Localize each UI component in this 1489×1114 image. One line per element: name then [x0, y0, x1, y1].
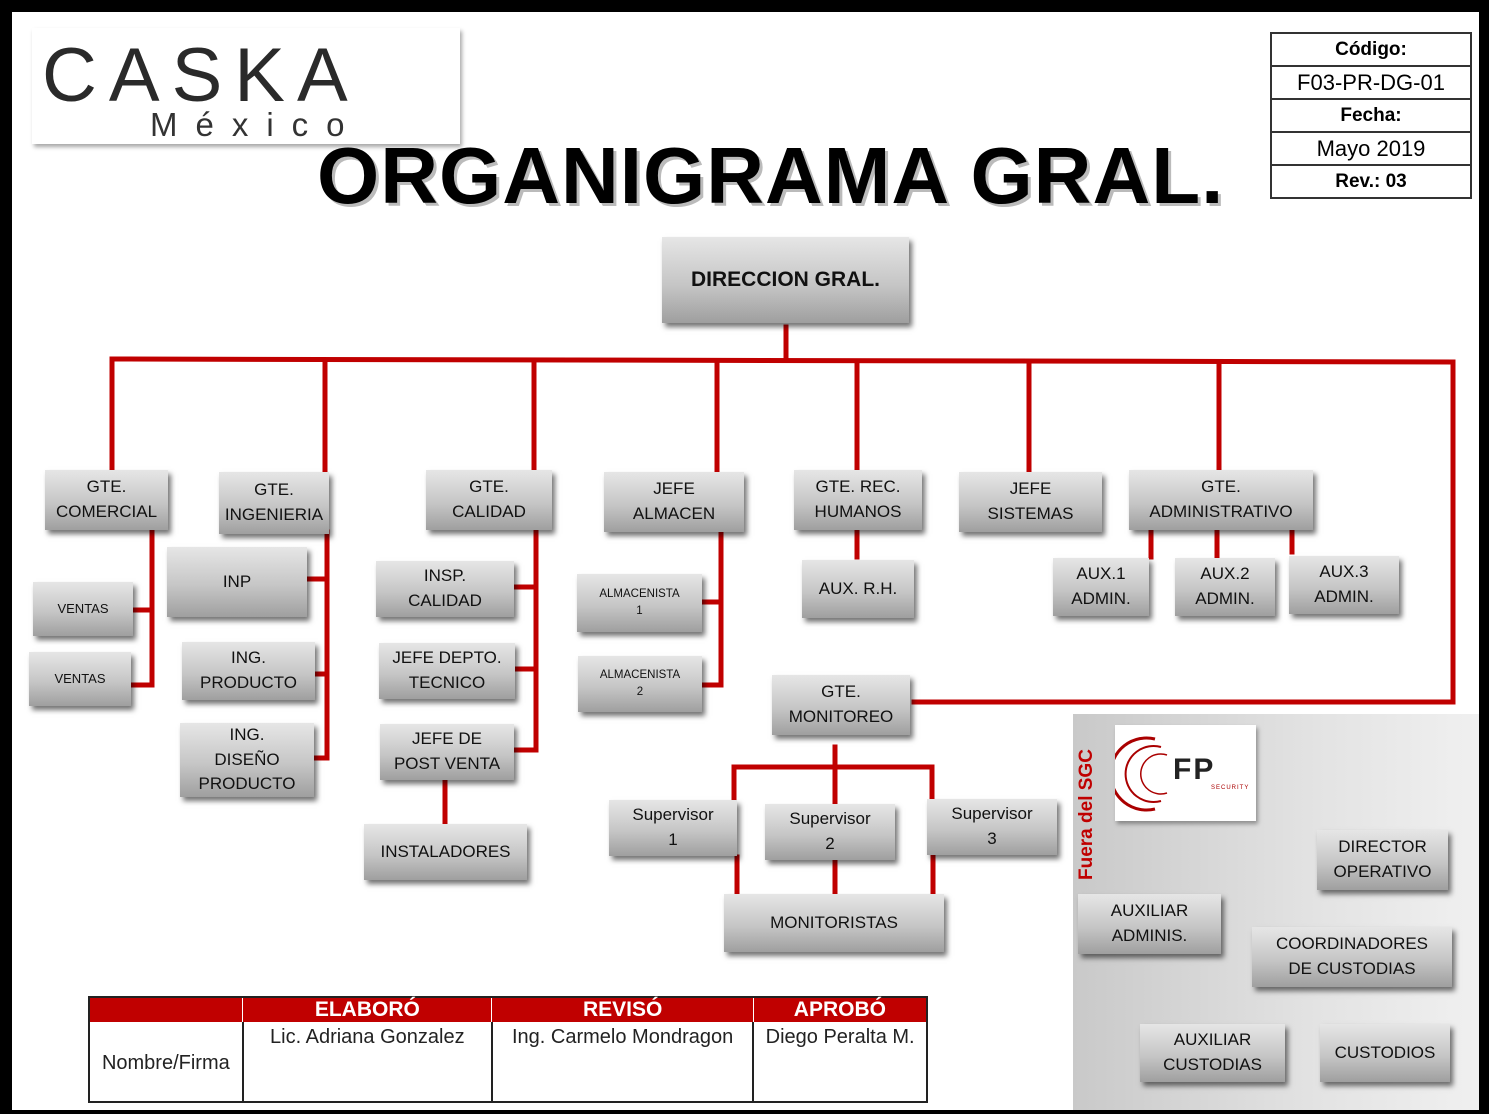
node-almacenista-2: ALMACENISTA 2 — [578, 656, 702, 712]
caska-logo: CASKA México — [32, 28, 460, 144]
signature-header-reviso: REVISÓ — [491, 997, 754, 1022]
node-inp: INP — [167, 547, 307, 617]
node-gte-calidad: GTE. CALIDAD — [426, 470, 552, 530]
revision: Rev.: 03 — [1270, 164, 1472, 199]
signature-header-aprobo: APROBÓ — [753, 997, 928, 1022]
node-ing-producto: ING. PRODUCTO — [182, 642, 315, 700]
node-aux-rh: AUX. R.H. — [802, 560, 914, 618]
node-jefe-sistemas: JEFE SISTEMAS — [959, 472, 1102, 532]
node-gte-rec-humanos: GTE. REC. HUMANOS — [794, 470, 922, 530]
node-auxiliar-custodias: AUXILIAR CUSTODIAS — [1140, 1024, 1285, 1082]
signature-header-blank — [89, 997, 244, 1022]
signature-elaboro-name: Lic. Adriana Gonzalez — [241, 1022, 492, 1102]
document-info-box: Código: F03-PR-DG-01 Fecha: Mayo 2019 Re… — [1270, 32, 1472, 199]
node-aux3-admin: AUX.3 ADMIN. — [1289, 556, 1399, 614]
codigo-value: F03-PR-DG-01 — [1270, 65, 1472, 100]
node-insp-calidad: INSP. CALIDAD — [376, 561, 514, 617]
node-ventas-2: VENTAS — [29, 652, 131, 706]
node-jefe-almacen: JEFE ALMACEN — [604, 472, 744, 532]
page-title: ORGANIGRAMA GRAL. — [317, 131, 1225, 220]
signature-reviso-name: Ing. Carmelo Mondragon — [490, 1022, 754, 1102]
node-ing-diseno-producto: ING. DISEÑO PRODUCTO — [180, 723, 314, 797]
node-custodios: CUSTODIOS — [1320, 1024, 1450, 1082]
fp-logo-subtext: SECURITY — [1211, 785, 1250, 791]
node-monitoristas: MONITORISTAS — [724, 894, 944, 952]
node-gte-ingenieria: GTE. INGENIERIA — [219, 472, 329, 534]
outside-sgc-label: Fuera del SGC — [1076, 749, 1097, 880]
codigo-label: Código: — [1270, 32, 1472, 67]
signature-table: ELABORÓ REVISÓ APROBÓ Nombre/Firma Lic. … — [88, 996, 928, 1103]
org-chart-page: CASKA México ORGANIGRAMA GRAL. Código: F… — [12, 12, 1479, 1110]
node-gte-monitoreo: GTE. MONITOREO — [772, 675, 910, 735]
logo-wordmark: CASKA — [42, 33, 360, 118]
node-coordinadores-custodias: COORDINADORES DE CUSTODIAS — [1252, 927, 1452, 987]
node-gte-administrativo: GTE. ADMINISTRATIVO — [1129, 470, 1313, 530]
node-aux1-admin: AUX.1 ADMIN. — [1053, 558, 1149, 616]
fp-logo-text: FP — [1173, 753, 1216, 786]
node-supervisor-1: Supervisor 1 — [609, 800, 737, 856]
fp-security-logo: FP SECURITY — [1109, 725, 1256, 821]
node-jefe-post-venta: JEFE DE POST VENTA — [380, 724, 514, 780]
node-ventas-1: VENTAS — [33, 582, 133, 636]
node-director-operativo: DIRECTOR OPERATIVO — [1317, 830, 1448, 890]
signature-header-elaboro: ELABORÓ — [242, 997, 493, 1022]
signature-aprobo-name: Diego Peralta M. — [752, 1022, 927, 1102]
node-auxiliar-adminis: AUXILIAR ADMINIS. — [1078, 894, 1221, 954]
connector-line — [109, 356, 1456, 365]
node-supervisor-3: Supervisor 3 — [927, 799, 1057, 855]
node-gte-comercial: GTE. COMERCIAL — [45, 470, 168, 530]
fecha-label: Fecha: — [1270, 98, 1472, 133]
node-supervisor-2: Supervisor 2 — [765, 804, 895, 860]
node-aux2-admin: AUX.2 ADMIN. — [1175, 558, 1275, 616]
fecha-value: Mayo 2019 — [1270, 131, 1472, 166]
node-instaladores: INSTALADORES — [364, 824, 527, 880]
logo-subtitle: México — [150, 106, 363, 143]
node-almacenista-1: ALMACENISTA 1 — [577, 574, 702, 632]
node-jefe-depto-tecnico: JEFE DEPTO. TECNICO — [379, 643, 515, 699]
node-direccion-gral: DIRECCION GRAL. — [662, 237, 909, 323]
signature-row-label: Nombre/Firma — [101, 1051, 230, 1074]
